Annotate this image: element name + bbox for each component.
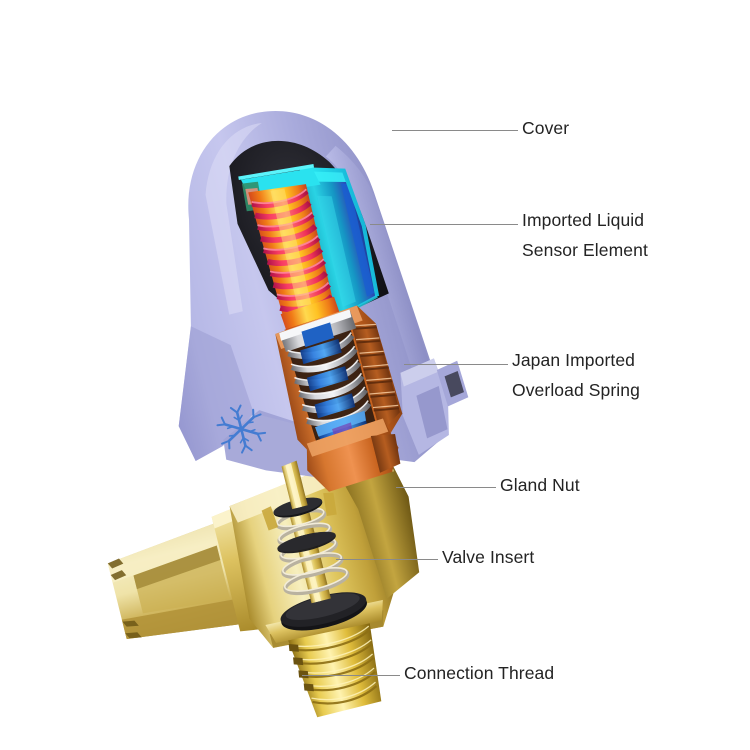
- callout-line-1: Valve Insert: [442, 547, 535, 567]
- callout-label-cover: Cover: [522, 118, 570, 138]
- leader-line-overload-spring: [404, 364, 508, 365]
- callout-line-2: Overload Spring: [512, 379, 640, 400]
- leader-line-cover: [392, 130, 518, 131]
- bellows-coil: [251, 189, 334, 313]
- overload-body-thread: [354, 326, 400, 412]
- callout-line-2: Sensor Element: [522, 239, 648, 260]
- callout-label-japan-imported-overload-spring: Japan Imported Overload Spring: [512, 350, 640, 400]
- gland-nut: [281, 418, 401, 510]
- leader-line-connection-thread: [302, 675, 400, 676]
- callout-label-imported-liquid-sensor-element: Imported Liquid Sensor Element: [522, 210, 648, 260]
- brass-valve-body: [107, 456, 420, 718]
- spring-retainer: [279, 309, 357, 352]
- inlet-thread: [107, 558, 142, 639]
- leader-line-sensor-element: [370, 224, 518, 225]
- callout-label-connection-thread: Connection Thread: [404, 663, 555, 683]
- outlet-seal: [280, 592, 367, 631]
- leader-line-gland-nut: [396, 487, 496, 488]
- callout-label-gland-nut: Gland Nut: [500, 475, 580, 495]
- callout-line-1: Connection Thread: [404, 663, 555, 683]
- callout-line-1: Cover: [522, 118, 570, 138]
- spring-piston: [300, 338, 356, 419]
- callout-label-valve-insert: Valve Insert: [442, 547, 535, 567]
- callout-line-1: Japan Imported: [512, 350, 636, 370]
- callout-line-1: Imported Liquid: [522, 210, 645, 230]
- cover-flange: [400, 358, 469, 455]
- callout-line-1: Gland Nut: [500, 475, 580, 495]
- valve-insert: [261, 492, 350, 604]
- leader-line-valve-insert: [336, 559, 438, 560]
- snowflake-icon: [216, 404, 267, 454]
